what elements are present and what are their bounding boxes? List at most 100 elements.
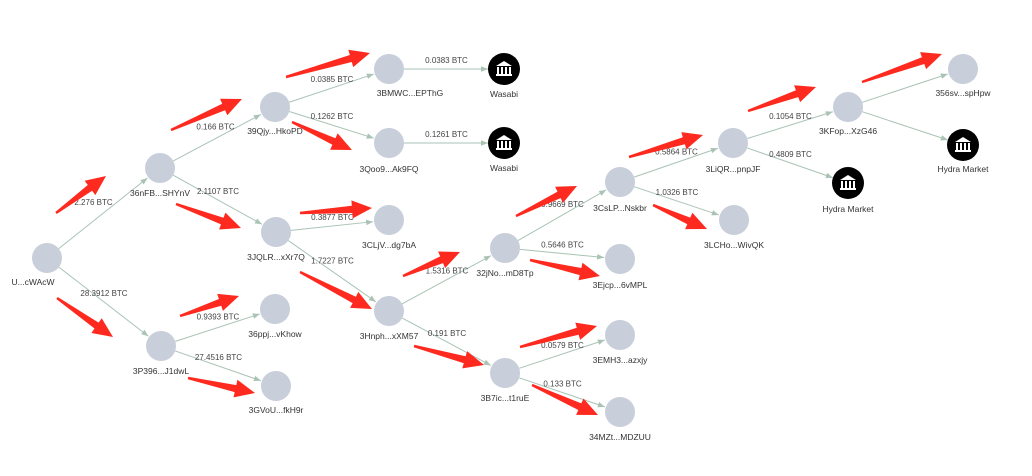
annotation-arrow (179, 293, 239, 318)
edge-n14-n17[interactable] (519, 339, 605, 369)
annotation-arrow (529, 258, 600, 281)
address-circle[interactable] (490, 233, 520, 263)
exchange-node[interactable]: Wasabi (488, 53, 520, 99)
node-label: 3KFop...XzG46 (819, 126, 877, 136)
edge-amount-label: 0.1261 BTC (425, 130, 468, 139)
exchange-node[interactable]: Wasabi (488, 127, 520, 173)
address-circle[interactable] (32, 243, 62, 273)
address-node[interactable]: 3BMWC...EPThG (374, 54, 443, 98)
edge-n4-n10[interactable] (288, 240, 377, 303)
node-label: 356sv...spHpw (935, 88, 991, 98)
annotation-arrow (55, 176, 106, 214)
edge-amount-label: 0.9393 BTC (197, 313, 240, 322)
edge-n4-n9[interactable] (290, 219, 374, 231)
edge-n0-n1[interactable] (58, 177, 148, 250)
edge-n19-n22[interactable] (747, 147, 834, 179)
exchange-node[interactable]: Hydra Market (937, 129, 989, 174)
address-node[interactable]: 3CLjV...dg7bA (362, 205, 416, 250)
address-circle[interactable] (718, 128, 748, 158)
address-circle[interactable] (374, 296, 404, 326)
edge-amount-label: 28.3912 BTC (80, 289, 127, 298)
annotation-arrow (402, 251, 460, 278)
annotation-arrow (291, 120, 352, 150)
address-circle[interactable] (605, 397, 635, 427)
node-label: 3Hnph...xXM57 (360, 331, 419, 341)
address-node[interactable]: 3P396...J1dwL (133, 331, 190, 376)
exchange-circle[interactable] (488, 127, 520, 159)
edge-n3-n8[interactable] (289, 111, 374, 139)
edge-n2-n5[interactable] (175, 313, 260, 342)
edge-n15-n19[interactable] (634, 147, 719, 178)
edge-amount-label: 1.5316 BTC (426, 267, 469, 276)
address-circle[interactable] (605, 167, 635, 197)
address-circle[interactable] (145, 153, 175, 183)
edge-n2-n6[interactable] (175, 350, 262, 382)
address-circle[interactable] (374, 128, 404, 158)
node-label: 3Ejcp...6vMPL (593, 280, 648, 290)
edge-n1-n3[interactable] (173, 114, 262, 162)
exchange-circle[interactable] (488, 53, 520, 85)
address-node[interactable]: 36ppj...vKhow (248, 294, 303, 339)
edge-n10-n13[interactable] (401, 255, 492, 305)
edge-n21-n23[interactable] (862, 73, 948, 103)
address-node[interactable]: 3LiQR...pnpJF (706, 128, 761, 174)
edge-amount-label: 0.9669 BTC (541, 200, 584, 209)
edge-n13-n15[interactable] (517, 189, 607, 241)
address-node[interactable]: 39Qjy...HkoPD (247, 92, 303, 136)
edge-amount-label: 0.0385 BTC (311, 75, 354, 84)
address-circle[interactable] (260, 92, 290, 122)
address-circle[interactable] (490, 358, 520, 388)
address-circle[interactable] (374, 54, 404, 84)
address-node[interactable]: 3LCHo...WivQK (704, 205, 764, 250)
edge-n13-n16[interactable] (519, 248, 605, 260)
address-node[interactable]: 3EMH3...azxjy (593, 320, 649, 365)
address-node[interactable]: 3GVoU...fkH9r (249, 371, 304, 415)
annotation-arrow (56, 297, 113, 337)
edge-amount-label: 0.133 BTC (543, 380, 581, 389)
address-circle[interactable] (948, 54, 978, 84)
address-circle[interactable] (719, 205, 749, 235)
address-circle[interactable] (605, 244, 635, 274)
edge-n10-n14[interactable] (401, 317, 492, 366)
address-circle[interactable] (146, 331, 176, 361)
address-node[interactable]: 3KFop...XzG46 (819, 92, 877, 136)
address-circle[interactable] (374, 205, 404, 235)
address-node[interactable]: 3B7ic...t1ruE (481, 358, 530, 403)
exchange-node[interactable]: Hydra Market (822, 167, 874, 214)
edge-n15-n20[interactable] (634, 186, 719, 216)
edge-amount-label: 0.166 BTC (196, 123, 234, 132)
exchange-circle[interactable] (832, 167, 864, 199)
exchange-circle[interactable] (947, 129, 979, 161)
edge-n1-n4[interactable] (172, 174, 263, 225)
address-circle[interactable] (261, 371, 291, 401)
edge-n0-n2[interactable] (58, 266, 149, 337)
edge-n14-n18[interactable] (519, 377, 606, 408)
edge-n3-n7[interactable] (289, 73, 374, 103)
edge-amount-label: 27.4516 BTC (195, 353, 242, 362)
edge-amount-label: 0.191 BTC (428, 329, 466, 338)
node-label: 3Qoo9...Ak9FQ (359, 164, 418, 174)
edge-n21-n24[interactable] (862, 111, 948, 141)
address-node[interactable]: 3Ejcp...6vMPL (593, 244, 648, 290)
address-circle[interactable] (260, 294, 290, 324)
address-node[interactable]: U...cWAcW (11, 243, 62, 287)
address-circle[interactable] (605, 320, 635, 350)
address-node[interactable]: 3CsLP...Nskbr (593, 167, 647, 213)
address-circle[interactable] (261, 217, 291, 247)
address-node[interactable]: 36nFB...SHYnV (130, 153, 190, 198)
bank-icon (840, 175, 856, 190)
bank-icon (955, 137, 971, 152)
address-node[interactable]: 34MZt...MDZUU (589, 397, 651, 442)
address-node[interactable]: 3Hnph...xXM57 (360, 296, 419, 341)
edge-n19-n21[interactable] (747, 111, 833, 139)
address-node[interactable]: 3Qoo9...Ak9FQ (359, 128, 419, 174)
annotation-arrow (747, 85, 816, 113)
node-label: 3B7ic...t1ruE (481, 393, 530, 403)
address-node[interactable]: 356sv...spHpw (935, 54, 991, 98)
node-label: Hydra Market (822, 204, 874, 214)
address-node[interactable]: 32jNo...mD8Tp (476, 233, 534, 278)
address-circle[interactable] (833, 92, 863, 122)
address-node[interactable]: 3JQLR...xXr7Q (247, 217, 305, 262)
